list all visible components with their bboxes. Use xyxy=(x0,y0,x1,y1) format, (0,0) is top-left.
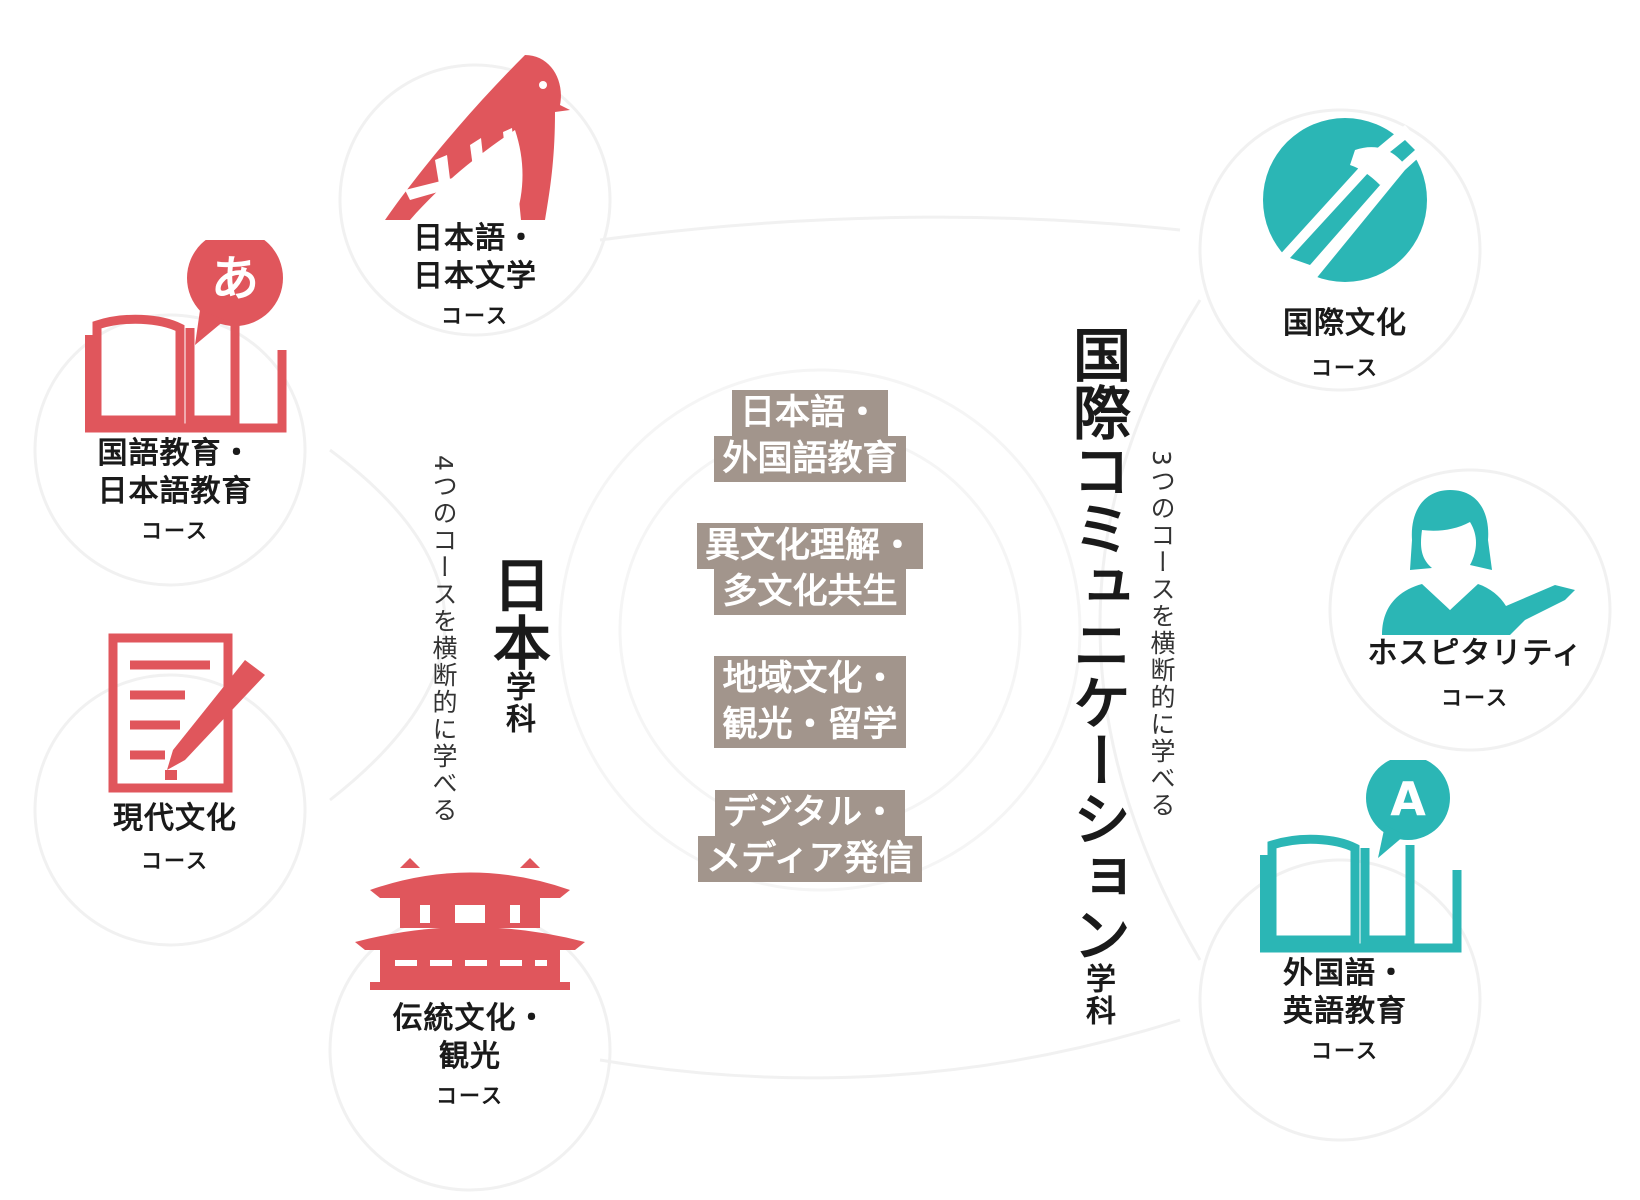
course-name: 現代文化 xyxy=(113,801,237,836)
course-name: ホスピタリティ xyxy=(1367,636,1583,671)
theme-line: 異文化理解・ xyxy=(696,523,923,569)
course-name: 国際文化 xyxy=(1283,306,1407,341)
course-name: 日本語・ 日本文学 xyxy=(413,221,537,294)
theme-line: 多文化共生 xyxy=(714,569,906,615)
book-speech-icon: あ xyxy=(85,240,287,433)
course-modern-culture[interactable]: 現代文化 コース xyxy=(55,630,295,910)
theme-item: 地域文化・ 観光・留学 xyxy=(660,656,960,748)
course-sub: コース xyxy=(141,519,209,543)
shared-themes: 日本語・ 外国語教育 異文化理解・ 多文化共生 地域文化・ 観光・留学 デジタル… xyxy=(660,390,960,910)
course-japanese-literature[interactable]: 日本語・ 日本文学 コース xyxy=(355,50,595,350)
globe-handshake-icon xyxy=(1263,118,1427,282)
course-foreign-language[interactable]: A 外国語・ 英語教育 コース xyxy=(1220,760,1470,1090)
bird-icon xyxy=(385,55,570,220)
theme-line: 地域文化・ xyxy=(714,656,906,702)
theme-line: 外国語教育 xyxy=(714,436,906,482)
course-sub: コース xyxy=(1311,1039,1379,1063)
paper-pen-icon xyxy=(108,633,265,793)
course-sub: コース xyxy=(1311,356,1379,380)
theme-item: 日本語・ 外国語教育 xyxy=(660,390,960,482)
japan-dept-suffix: 学科 xyxy=(500,671,535,735)
course-language-education[interactable]: あ 国語教育・ 日本語教育 コース xyxy=(55,240,295,570)
theme-line: メディア発信 xyxy=(698,836,922,882)
course-sub: コース xyxy=(1441,686,1509,710)
theme-item: デジタル・ メディア発信 xyxy=(660,790,960,882)
speech-glyph: あ xyxy=(211,251,259,307)
intl-dept-heading: 国際コミュニケーション学科 xyxy=(1063,325,1131,1027)
theme-line: 日本語・ xyxy=(731,390,888,436)
japan-dept-heading: 日本学科 xyxy=(483,555,551,735)
course-hospitality[interactable]: ホスピタリティ コース xyxy=(1345,480,1605,740)
japan-dept-title: 日本 xyxy=(483,555,551,671)
japan-dept-tagline: 4つのコースを横断的に学べる xyxy=(429,455,458,824)
course-name: 国語教育・ 日本語教育 xyxy=(97,436,253,509)
course-sub: コース xyxy=(441,304,509,328)
temple-icon xyxy=(355,858,585,990)
theme-line: 観光・留学 xyxy=(714,702,906,748)
course-name: 外国語・ 英語教育 xyxy=(1283,956,1407,1029)
intl-dept-suffix: 学科 xyxy=(1080,963,1115,1027)
course-sub: コース xyxy=(141,849,209,873)
speech-glyph: A xyxy=(1390,772,1426,826)
course-sub: コース xyxy=(436,1084,504,1108)
book-speech-icon: A xyxy=(1260,760,1462,953)
course-international-culture[interactable]: 国際文化 コース xyxy=(1225,110,1465,390)
hostess-icon xyxy=(1382,490,1575,635)
course-traditional-culture[interactable]: 伝統文化・ 観光 コース xyxy=(345,850,595,1150)
intl-dept-tagline: 3つのコースを横断的に学べる xyxy=(1147,450,1176,819)
course-name: 伝統文化・ 観光 xyxy=(392,1001,548,1074)
intl-dept-title: 国際コミュニケーション xyxy=(1063,325,1131,963)
theme-item: 異文化理解・ 多文化共生 xyxy=(660,523,960,615)
theme-line: デジタル・ xyxy=(714,790,906,836)
